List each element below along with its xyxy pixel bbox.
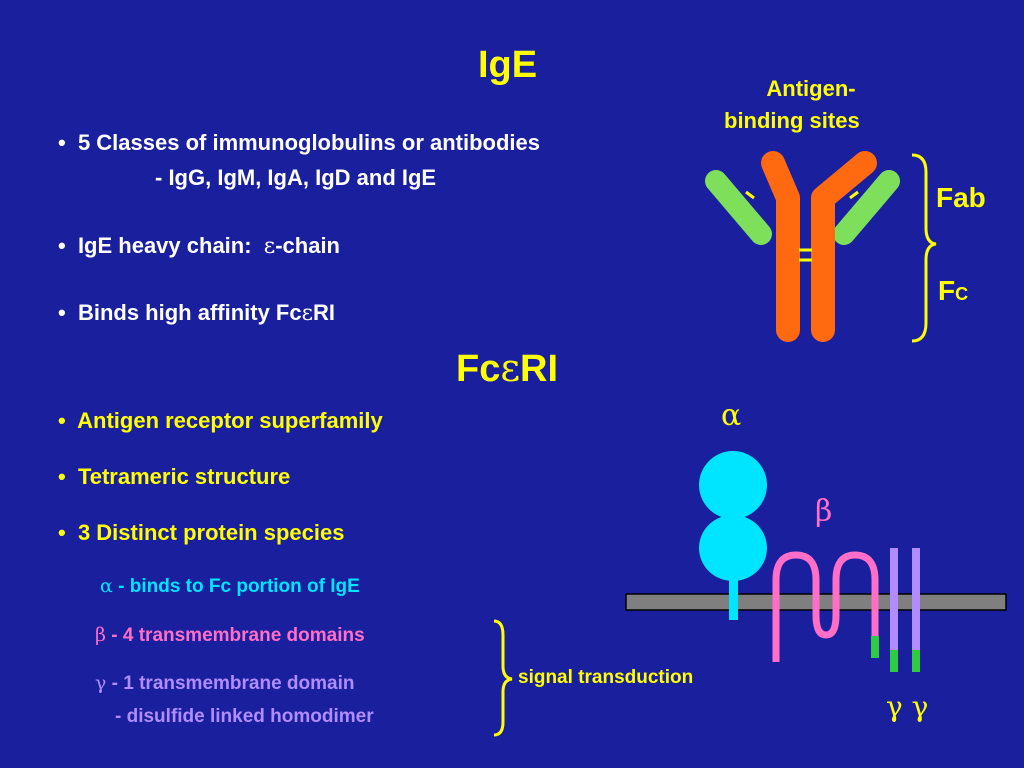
ige-bullet-1-line2: - IgG, IgM, IgA, IgD and IgE — [155, 165, 437, 190]
gamma-chain-2 — [912, 548, 920, 652]
gamma-itam-2 — [912, 650, 920, 672]
alpha-description: α - binds to Fc portion of IgE — [100, 575, 360, 598]
fab-label: Fab — [936, 182, 986, 213]
title-fceri-pre: Fc — [456, 348, 501, 390]
alpha-domain-1 — [699, 451, 767, 519]
bullet-dot: • — [58, 408, 66, 433]
heavy-chain-left — [761, 151, 800, 342]
beta-description: β - 4 transmembrane domains — [95, 624, 365, 647]
beta-diagram-label: β — [815, 494, 833, 529]
disulfide-bond-left — [745, 190, 755, 200]
antigen-label-line1: Antigen- — [766, 76, 856, 101]
heavy-chain-right — [811, 151, 877, 342]
receptor-bullet-2: • Tetrameric structure — [58, 464, 290, 490]
beta-text: - 4 transmembrane domains — [111, 625, 365, 646]
disulfide-bond-right — [849, 190, 859, 200]
beta-itam — [871, 636, 879, 658]
alpha-text: - binds to Fc portion of IgE — [118, 576, 360, 597]
title-ige: IgE — [478, 44, 538, 86]
bullet-dot: • — [58, 130, 66, 155]
fc-label: FC — [938, 275, 968, 307]
bullet-dot: • — [58, 464, 66, 489]
bullet-dot: • — [58, 233, 66, 258]
ige-bullet-3-post: RI — [313, 300, 336, 325]
title-fceri-post: RI — [520, 348, 559, 390]
ige-bullet-3-pre: Binds high affinity Fc — [77, 300, 302, 325]
beta-symbol: β — [95, 624, 106, 646]
antigen-label: Antigen- — [752, 76, 870, 102]
light-chain-left — [705, 170, 772, 245]
ige-bullet-2: • IgE heavy chain: ε-chain — [58, 233, 340, 259]
ige-bullet-1: • 5 Classes of immunoglobulins or antibo… — [58, 130, 540, 156]
epsilon-symbol: ε — [500, 346, 521, 390]
beta-subunit — [772, 551, 879, 662]
alpha-transmembrane — [729, 580, 738, 620]
ige-bullet-1-text: 5 Classes of immunoglobulins or antibodi… — [77, 130, 541, 155]
gamma-description: γ - 1 transmembrane domain — [95, 672, 354, 695]
receptor-bullet-3: • 3 Distinct protein species — [58, 520, 344, 546]
ige-bullet-2-pre: IgE heavy chain: — [77, 233, 252, 258]
alpha-domain-2 — [699, 515, 767, 581]
receptor-bullet-1: • Antigen receptor superfamily — [58, 408, 383, 434]
alpha-diagram-label: α — [721, 398, 742, 433]
epsilon-symbol: ε — [301, 301, 314, 326]
light-chain-right — [833, 170, 900, 245]
receptor-bullet-1-text: Antigen receptor superfamily — [77, 408, 383, 433]
bullet-dot: • — [58, 520, 66, 545]
alpha-symbol: α — [100, 575, 113, 597]
gamma-text: - 1 transmembrane domain — [111, 673, 355, 694]
receptor-bullet-3-text: 3 Distinct protein species — [77, 520, 345, 545]
fab-fc-brace — [911, 153, 937, 343]
receptor-bullet-2-text: Tetrameric structure — [77, 464, 291, 489]
epsilon-symbol: ε — [263, 234, 276, 259]
gamma-itam-1 — [890, 650, 898, 672]
signal-transduction-label: signal transduction — [518, 667, 694, 688]
gamma-description-line2: - disulfide linked homodimer — [115, 706, 374, 727]
ige-bullet-3: • Binds high affinity FcεRI — [58, 300, 335, 326]
gamma-symbol: γ — [95, 672, 107, 694]
title-fceri: FcεRI — [456, 346, 558, 391]
bullet-dot: • — [58, 300, 66, 325]
ige-bullet-2-post: -chain — [275, 233, 340, 258]
gamma-diagram-label: γ γ — [886, 690, 929, 723]
fc-label-sub: C — [955, 284, 969, 304]
gamma-chain-1 — [890, 548, 898, 652]
fc-label-main: F — [938, 275, 956, 306]
antigen-label-line2: binding sites — [724, 108, 860, 133]
signal-brace — [493, 619, 513, 737]
